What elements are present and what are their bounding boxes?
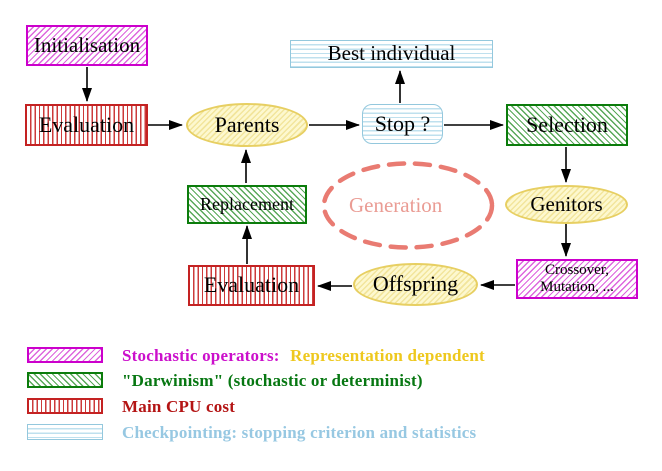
- node-genitors: Genitors: [505, 185, 628, 224]
- node-evaluation-top: Evaluation: [25, 104, 148, 146]
- legend-text-representation: Representation dependent: [290, 346, 485, 365]
- legend-text-stochastic: Stochastic operators:: [122, 346, 280, 365]
- generation-dashed-ellipse: [321, 161, 495, 250]
- legend-swatch-cpu: [27, 398, 103, 414]
- node-replacement: Replacement: [187, 185, 307, 224]
- crossover-line2: Mutation, ...: [540, 279, 614, 295]
- node-initialisation: Initialisation: [26, 25, 148, 66]
- node-stop: Stop ?: [362, 104, 443, 144]
- crossover-line1: Crossover,: [545, 261, 609, 278]
- node-evaluation-bottom: Evaluation: [188, 265, 315, 306]
- node-selection: Selection: [506, 104, 628, 146]
- legend-label-stochastic: Stochastic operators: Representation dep…: [122, 346, 485, 366]
- generation-label: Generation: [349, 193, 443, 217]
- node-best-individual: Best individual: [290, 40, 493, 68]
- legend-swatch-checkpointing: [27, 424, 103, 440]
- legend-swatch-stochastic: [27, 347, 103, 363]
- legend-label-cpu: Main CPU cost: [122, 397, 236, 416]
- node-parents: Parents: [186, 103, 308, 147]
- node-offspring: Offspring: [353, 263, 478, 306]
- legend-swatch-darwinism: [27, 372, 103, 388]
- legend-label-checkpointing: Checkpointing: stopping criterion and st…: [122, 423, 477, 442]
- legend-label-darwinism: "Darwinism" (stochastic or determinist): [122, 371, 423, 390]
- node-crossover-mutation: Crossover, Mutation, ...: [516, 259, 638, 299]
